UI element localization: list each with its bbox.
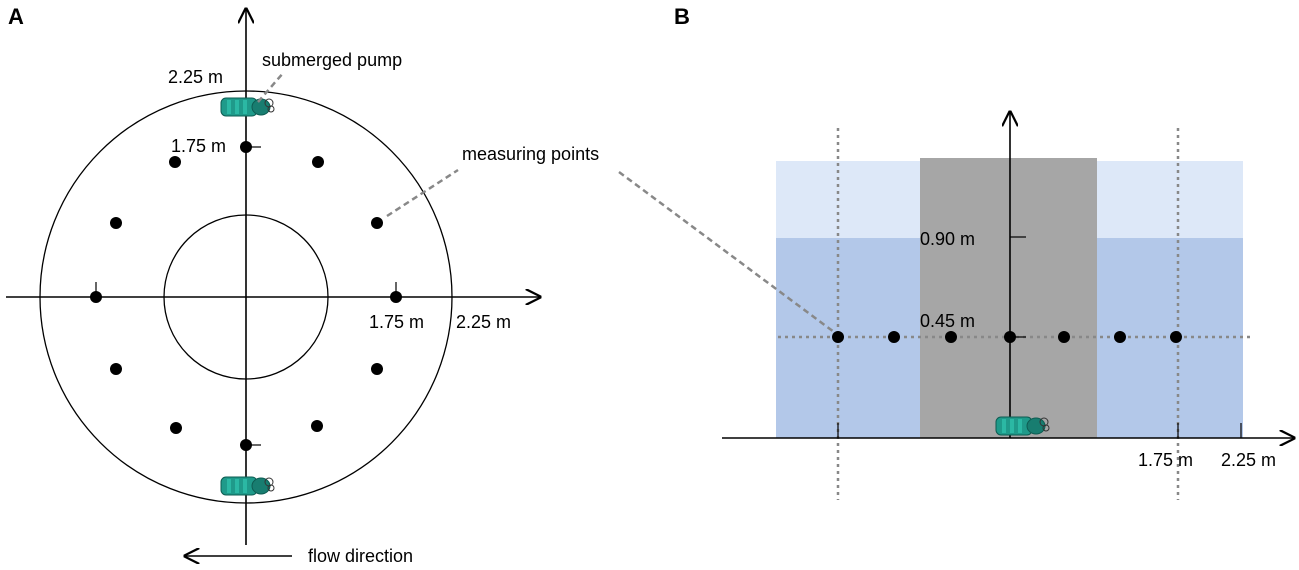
measuring-point: [90, 291, 102, 303]
measuring-point: [170, 422, 182, 434]
b-measuring-points: [832, 331, 1182, 343]
pump-callout-line: [257, 71, 285, 103]
measuring-point: [832, 331, 844, 343]
points-callout-line-a: [386, 168, 459, 218]
pump-callout-text: submerged pump: [262, 50, 402, 70]
measuring-point: [888, 331, 900, 343]
measuring-point: [390, 291, 402, 303]
measuring-point: [1058, 331, 1070, 343]
flow-direction-label: flow direction: [308, 546, 413, 566]
height-045-label: 0.45 m: [920, 311, 975, 331]
measuring-point: [371, 217, 383, 229]
measuring-point: [110, 363, 122, 375]
measuring-point: [169, 156, 181, 168]
submerged-pump-icon-bottom: [220, 476, 275, 496]
measuring-point: [1004, 331, 1016, 343]
measuring-point: [312, 156, 324, 168]
measuring-point: [945, 331, 957, 343]
measuring-point: [1170, 331, 1182, 343]
height-090-label: 0.90 m: [920, 229, 975, 249]
center-column: [920, 158, 1097, 438]
measuring-point: [240, 439, 252, 451]
submerged-pump-icon-top: [220, 97, 275, 117]
panel-b-label: B: [674, 4, 690, 29]
outer-radius-label-top: 2.25 m: [168, 67, 223, 87]
panel-a-label: A: [8, 4, 24, 29]
points-callout-line-b: [618, 170, 835, 334]
inner-radius-label-top: 1.75 m: [171, 136, 226, 156]
points-callout-text: measuring points: [462, 144, 599, 164]
radius-225-label: 2.25 m: [1221, 450, 1276, 470]
submerged-pump-icon-b: [995, 416, 1050, 436]
radius-175-label: 1.75 m: [1138, 450, 1193, 470]
measuring-point: [1114, 331, 1126, 343]
a-measuring-points: [90, 141, 402, 451]
inner-radius-label-right: 1.75 m: [369, 312, 424, 332]
measuring-point: [311, 420, 323, 432]
measuring-point: [110, 217, 122, 229]
outer-radius-label-right: 2.25 m: [456, 312, 511, 332]
measuring-point: [371, 363, 383, 375]
measuring-point: [240, 141, 252, 153]
